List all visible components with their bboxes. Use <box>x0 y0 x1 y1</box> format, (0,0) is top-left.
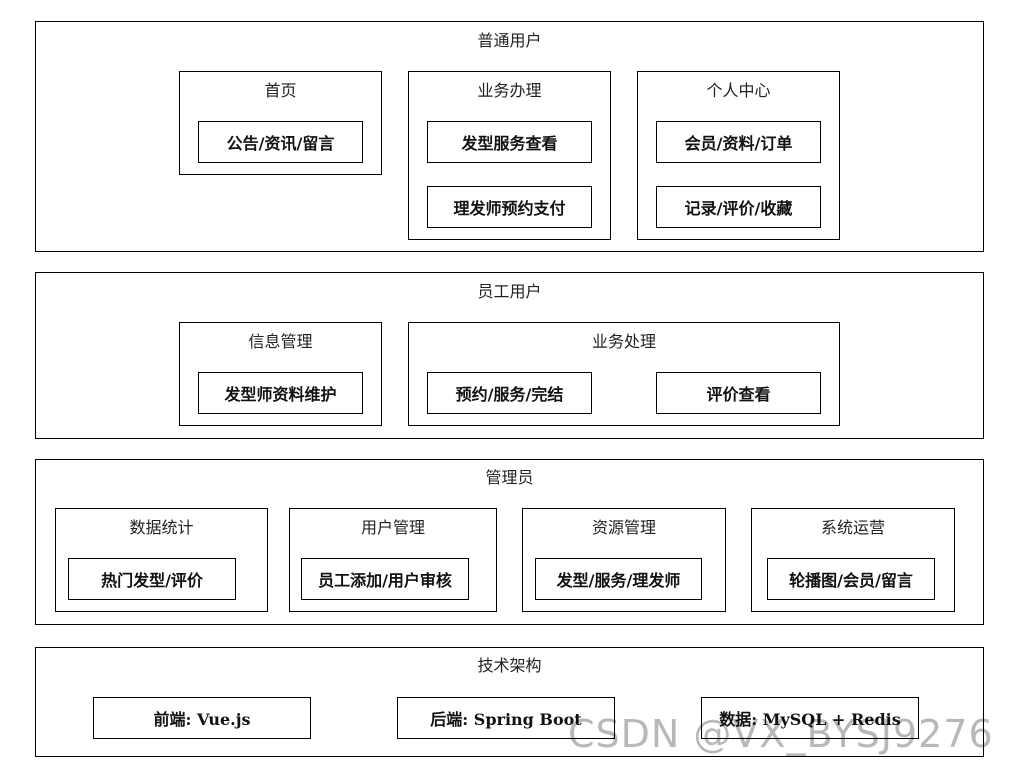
section-title: 员工用户 <box>477 282 542 301</box>
leaf-carousel-member-message: 轮播图/会员/留言 <box>767 558 935 600</box>
group-title: 个人中心 <box>706 81 771 100</box>
group-title: 信息管理 <box>248 332 313 351</box>
leaf-data: 数据: MySQL + Redis <box>701 697 919 739</box>
leaf-hairstyle-view: 发型服务查看 <box>427 121 592 163</box>
leaf-member-profile-order: 会员/资料/订单 <box>656 121 821 163</box>
group-title: 业务办理 <box>477 81 542 100</box>
group-title: 资源管理 <box>591 518 656 537</box>
section-title: 技术架构 <box>477 656 542 675</box>
group-title: 首页 <box>264 81 297 100</box>
leaf-backend: 后端: Spring Boot <box>397 697 615 739</box>
leaf-popular-hairstyle-review: 热门发型/评价 <box>68 558 236 600</box>
leaf-frontend: 前端: Vue.js <box>93 697 311 739</box>
leaf-staff-add-user-review: 员工添加/用户审核 <box>301 558 469 600</box>
leaf-review-view: 评价查看 <box>656 372 821 414</box>
group-title: 业务处理 <box>591 332 656 351</box>
section-title: 普通用户 <box>477 31 542 50</box>
leaf-record-review-favorite: 记录/评价/收藏 <box>656 186 821 228</box>
group-title: 数据统计 <box>129 518 194 537</box>
group-title: 用户管理 <box>360 518 425 537</box>
group-title: 系统运营 <box>820 518 885 537</box>
leaf-barber-booking: 理发师预约支付 <box>427 186 592 228</box>
leaf-booking-service-complete: 预约/服务/完结 <box>427 372 592 414</box>
leaf-hairstyle-service-barber: 发型/服务/理发师 <box>535 558 702 600</box>
section-title: 管理员 <box>485 468 534 487</box>
leaf-notice-news-message: 公告/资讯/留言 <box>198 121 363 163</box>
leaf-stylist-profile: 发型师资料维护 <box>198 372 363 414</box>
watermark: CSDN @VX_BYSJ9276 <box>568 712 994 756</box>
